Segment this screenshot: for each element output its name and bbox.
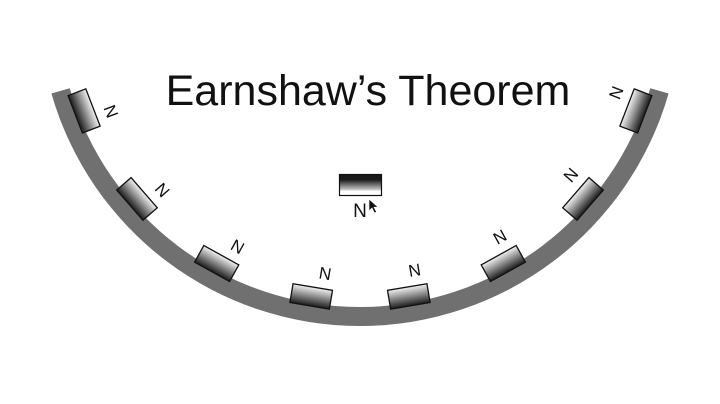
slide-title: Earnshaw’s Theorem xyxy=(166,67,571,115)
track-magnet-body xyxy=(561,176,605,222)
levitating-magnet-pole-label: N xyxy=(353,201,367,222)
track-magnet-pole-label: N xyxy=(317,264,332,285)
track-magnet-body xyxy=(480,244,527,283)
track-magnet-body xyxy=(67,87,101,134)
levitating-magnet-body[interactable] xyxy=(338,173,383,197)
track-magnet-body xyxy=(619,87,653,134)
track-magnet: N xyxy=(386,260,431,310)
track-magnet-pole-label: N xyxy=(100,102,122,120)
track-magnet-body xyxy=(115,176,159,222)
track-magnet: N xyxy=(289,264,334,310)
track-magnet-pole-label: N xyxy=(560,164,582,186)
track-magnet-body xyxy=(386,282,431,310)
track-magnets: N N N N N N N N xyxy=(67,84,653,310)
levitating-magnet[interactable]: N xyxy=(338,173,383,223)
track-magnet-pole-label: N xyxy=(407,260,422,281)
track-magnet-pole-label: N xyxy=(490,226,510,249)
mouse-pointer-icon xyxy=(368,198,379,214)
track-magnet-body xyxy=(193,244,240,283)
track-magnet-pole-label: N xyxy=(151,179,173,201)
track-magnet-pole-label: N xyxy=(227,236,247,259)
track-magnet-body xyxy=(289,282,334,310)
track-magnet-pole-label: N xyxy=(606,84,628,102)
